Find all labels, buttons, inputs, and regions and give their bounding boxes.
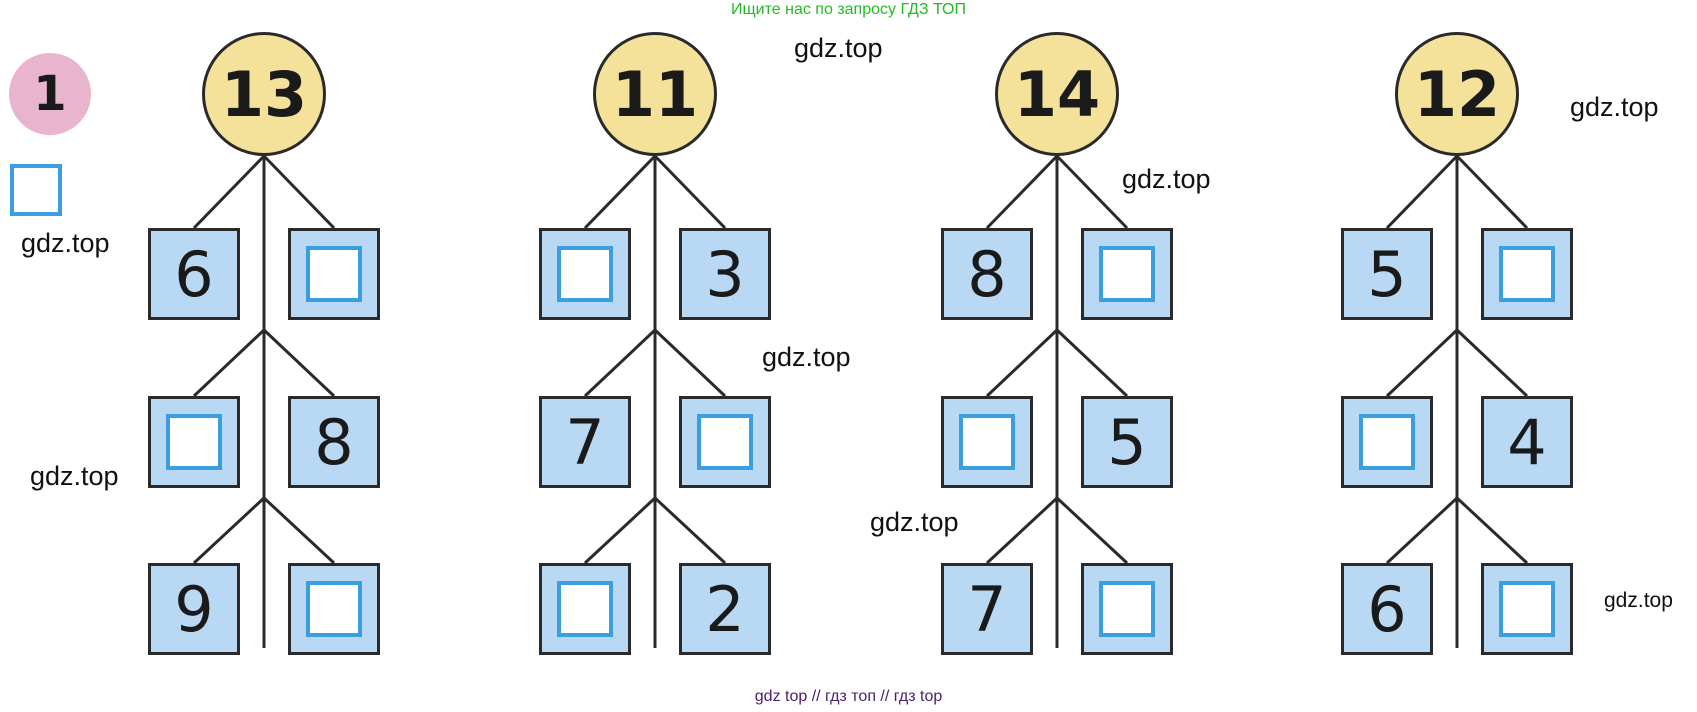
answer-input-box[interactable] (697, 414, 753, 470)
task-number-badge: 1 (9, 53, 91, 135)
given-number-cell: 8 (941, 228, 1033, 320)
given-number-cell: 5 (1081, 396, 1173, 488)
answer-cell[interactable] (539, 563, 631, 655)
answer-cell[interactable] (1481, 563, 1573, 655)
top-banner: Ищите нас по запросу ГДЗ ТОП (731, 1, 966, 18)
answer-input-box[interactable] (1499, 581, 1555, 637)
tree-root-number: 11 (593, 32, 717, 156)
answer-input-box[interactable] (1099, 246, 1155, 302)
connector-line (653, 328, 727, 398)
answer-cell[interactable] (1481, 228, 1573, 320)
given-number-cell: 3 (679, 228, 771, 320)
watermark: gdz.top (21, 228, 110, 258)
connector-line (653, 496, 727, 565)
connector-line (1455, 496, 1529, 565)
answer-input-box[interactable] (306, 581, 362, 637)
given-number-cell: 8 (288, 396, 380, 488)
given-number-cell: 5 (1341, 228, 1433, 320)
connector-line (583, 328, 657, 398)
connector-line (985, 154, 1059, 230)
given-number-cell: 7 (941, 563, 1033, 655)
connector-line (1055, 154, 1129, 230)
tree-root-number: 12 (1395, 32, 1519, 156)
given-number-cell: 6 (148, 228, 240, 320)
given-number-cell: 6 (1341, 563, 1433, 655)
given-number-cell: 7 (539, 396, 631, 488)
tree-root-number: 13 (202, 32, 326, 156)
given-number-cell: 9 (148, 563, 240, 655)
connector-line (985, 328, 1059, 398)
answer-cell[interactable] (1341, 396, 1433, 488)
connector-line (583, 154, 657, 230)
answer-cell[interactable] (941, 396, 1033, 488)
answer-input-box[interactable] (306, 246, 362, 302)
answer-input-box[interactable] (1359, 414, 1415, 470)
connector-line (1385, 328, 1459, 398)
connector-line (1385, 496, 1459, 565)
connector-line (262, 328, 336, 398)
connector-line (1385, 154, 1459, 230)
watermark: gdz.top (30, 461, 119, 491)
answer-input-box[interactable] (557, 581, 613, 637)
connector-line (583, 496, 657, 565)
watermark: gdz.top (1122, 164, 1211, 194)
watermark: gdz.top (794, 33, 883, 63)
answer-cell[interactable] (288, 563, 380, 655)
connector-line (192, 328, 266, 398)
given-number-cell: 2 (679, 563, 771, 655)
answer-input-box[interactable] (1099, 581, 1155, 637)
tree-root-number: 14 (995, 32, 1119, 156)
answer-input-box[interactable] (166, 414, 222, 470)
watermark: gdz.top (1570, 92, 1659, 122)
connector-line (192, 154, 266, 230)
watermark: gdz.top (762, 342, 851, 372)
answer-cell[interactable] (679, 396, 771, 488)
answer-input-box[interactable] (1499, 246, 1555, 302)
answer-cell[interactable] (1081, 228, 1173, 320)
connector-line (262, 154, 336, 230)
connector-line (985, 496, 1059, 565)
connector-line (1455, 154, 1529, 230)
answer-cell[interactable] (1081, 563, 1173, 655)
answer-input-box[interactable] (557, 246, 613, 302)
connector-line (653, 154, 727, 230)
answer-cell[interactable] (148, 396, 240, 488)
watermark: gdz.top (870, 507, 959, 537)
connector-line (1055, 328, 1129, 398)
given-number-cell: 4 (1481, 396, 1573, 488)
answer-cell[interactable] (288, 228, 380, 320)
answer-input-box[interactable] (959, 414, 1015, 470)
connector-line (1455, 328, 1529, 398)
answer-box-legend (10, 164, 62, 216)
footer-watermark: gdz top // гдз топ // гдз top (754, 688, 943, 705)
watermark: gdz.top (1604, 589, 1673, 612)
connector-line (1055, 496, 1129, 565)
connector-line (262, 496, 336, 565)
answer-cell[interactable] (539, 228, 631, 320)
connector-line (192, 496, 266, 565)
